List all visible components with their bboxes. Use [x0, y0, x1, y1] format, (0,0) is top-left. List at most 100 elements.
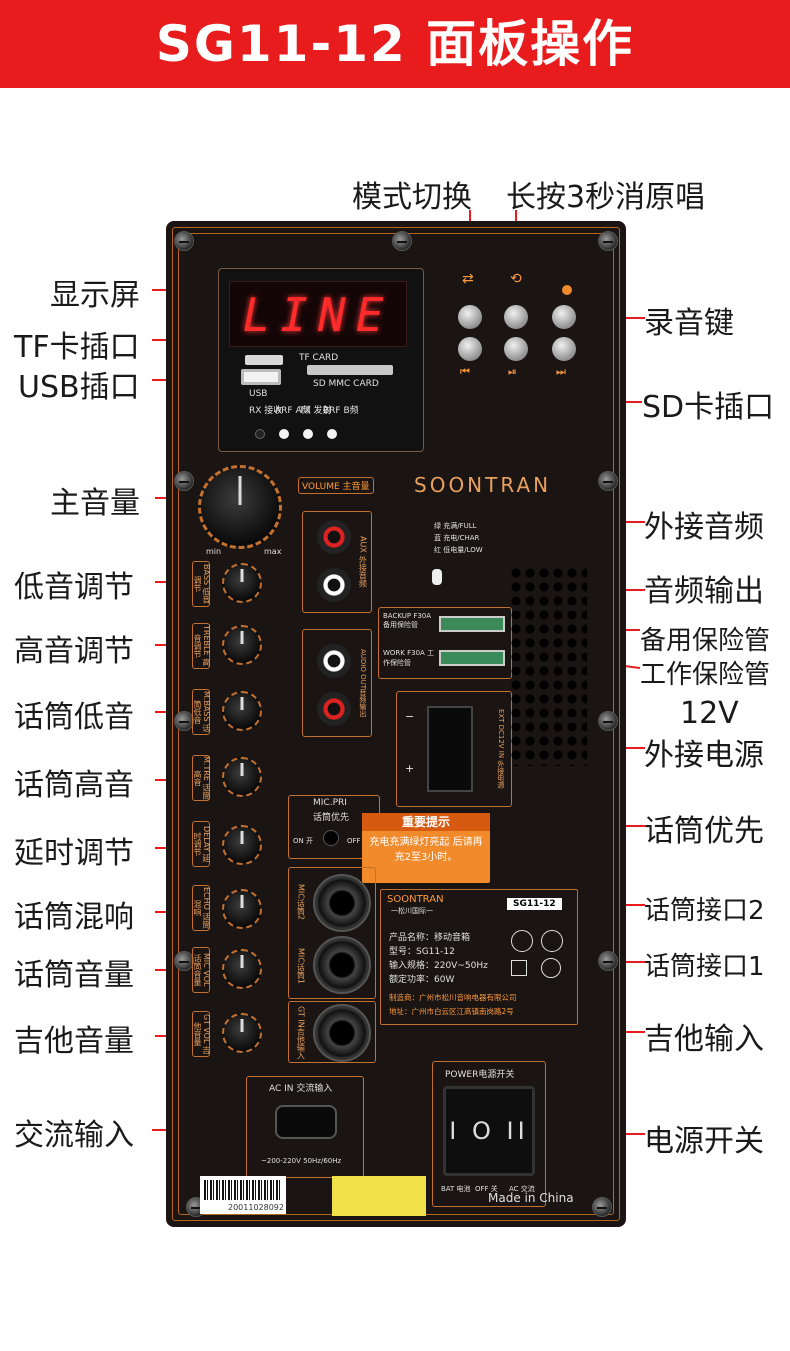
power-rocker-switch[interactable]: I O II — [443, 1086, 535, 1176]
screw-icon — [598, 471, 618, 491]
guitar-volume-knob[interactable] — [222, 1013, 262, 1053]
backup-fuse-icon[interactable] — [439, 616, 505, 632]
tf-card-slot[interactable] — [245, 355, 283, 365]
charge-legend-char: 蓝 充电/CHAR — [434, 534, 480, 542]
callout-long-press: 长按3秒消原唱 — [506, 180, 706, 215]
callout-mic-treble: 话筒高音 — [14, 768, 134, 803]
mic-treble-knob[interactable] — [222, 757, 262, 797]
screw-icon — [174, 231, 194, 251]
usb-port[interactable] — [241, 369, 281, 385]
barcode — [200, 1176, 286, 1214]
card-line: 型号：SG11-12 — [389, 947, 455, 957]
power-switch-box: POWER电源开关 I O II BAT 电池 OFF 关 AC 交流 — [432, 1061, 546, 1207]
page-title: SG11-12 面板操作 — [0, 0, 790, 88]
off-label: OFF 关 — [347, 837, 370, 845]
aux-in-right-jack[interactable] — [317, 520, 351, 554]
notice-sticker: 重要提示 充电充满绿灯亮起 后请再充2至3小时。 — [362, 813, 490, 883]
delay-knob[interactable] — [222, 825, 262, 865]
power-label: POWER电源开关 — [445, 1070, 515, 1080]
callout-display: 显示屏 — [50, 278, 140, 313]
ccc-cert-icon — [511, 930, 533, 952]
callout-power-switch: 电源开关 — [644, 1124, 764, 1159]
mic-pri-cn-label: 话筒优先 — [313, 813, 350, 823]
min-label: min — [206, 547, 222, 556]
play-pause-button[interactable] — [504, 337, 528, 361]
callout-guitar-in: 吉他输入 — [644, 1022, 764, 1057]
work-fuse-icon[interactable] — [439, 650, 505, 666]
aux-label: AUX 外接音频 — [358, 536, 368, 588]
screw-icon — [174, 471, 194, 491]
switch-mode-ac: AC 交流 — [509, 1185, 535, 1193]
screw-icon — [592, 1197, 612, 1217]
usb-label: USB — [249, 389, 268, 399]
dc-minus-icon: − — [405, 710, 415, 723]
led-indicator-icon — [303, 429, 313, 439]
previous-button[interactable] — [458, 337, 482, 361]
led-indicator-icon — [279, 429, 289, 439]
display-module: LINE TF CARD SD MMC CARD USB RX 接收 ARF A… — [218, 268, 424, 452]
callout-audio-out: 音频输出 — [644, 574, 764, 609]
max-label: max — [264, 547, 282, 556]
inspection-sticker — [332, 1176, 426, 1216]
guitar-jack[interactable] — [313, 1004, 371, 1062]
bass-label: BASS 低音调节 — [192, 561, 211, 607]
callout-master-volume: 主音量 — [50, 486, 140, 521]
callout-guitar-volume: 吉他音量 — [14, 1024, 134, 1059]
mic2-label: MIC话筒2 — [296, 884, 306, 920]
audio-out-label: AUDIO OUT音频输出 — [358, 648, 367, 717]
callout-aux-in: 外接音频 — [644, 510, 764, 545]
callout-delay: 延时调节 — [14, 836, 134, 871]
ac-inlet[interactable] — [275, 1105, 337, 1139]
callout-mode-switch: 模式切换 — [352, 180, 472, 215]
mic-treble-label: M.TRE 话筒高音 — [192, 755, 211, 801]
on-label: ON 开 — [293, 837, 313, 845]
charge-legend-full: 绿 充满/FULL — [434, 522, 477, 530]
callout-ext-power-voltage: 12V — [680, 696, 739, 731]
mode-button[interactable] — [458, 305, 482, 329]
mic-volume-knob[interactable] — [222, 949, 262, 989]
switch-mode-off: OFF 关 — [475, 1185, 498, 1193]
audio-out-left-jack[interactable] — [317, 644, 351, 678]
echo-knob[interactable] — [222, 889, 262, 929]
card-brand-sub: 一松川国际一 — [391, 907, 433, 915]
charge-led-icon — [432, 569, 442, 585]
record-dot-icon — [562, 285, 572, 295]
card-model-badge: SG11-12 — [507, 898, 562, 910]
vocal-cut-button[interactable] — [504, 305, 528, 329]
mic-jack-1[interactable] — [313, 936, 371, 994]
dc-terminal[interactable] — [427, 706, 473, 792]
ac-in-box: AC IN 交流输入 ~200-220V 50Hz/60Hz — [246, 1076, 364, 1178]
mic-jack-2[interactable] — [313, 874, 371, 932]
product-label-card: SOONTRAN 一松川国际一 SG11-12 产品名称：移动音箱 型号：SG1… — [380, 889, 578, 1025]
screw-icon — [598, 951, 618, 971]
treble-knob[interactable] — [222, 625, 262, 665]
notice-title: 重要提示 — [362, 813, 490, 831]
callout-bass: 低音调节 — [14, 570, 134, 605]
ac-spec-label: ~200-220V 50Hz/60Hz — [261, 1157, 342, 1165]
card-maker: 制造商：广州市松川音响电器有限公司 — [389, 993, 517, 1002]
mic-priority-switch[interactable] — [323, 830, 339, 846]
next-button[interactable] — [552, 337, 576, 361]
record-button[interactable] — [552, 305, 576, 329]
switch-mode-bat: BAT 电池 — [441, 1185, 471, 1193]
control-panel: LINE TF CARD SD MMC CARD USB RX 接收 ARF A… — [166, 221, 626, 1227]
callout-record-key: 录音键 — [644, 306, 734, 341]
dc-plus-icon: + — [405, 762, 415, 775]
bass-knob[interactable] — [222, 563, 262, 603]
screw-icon — [174, 711, 194, 731]
aux-in-left-jack[interactable] — [317, 568, 351, 602]
barcode-number: 20011028092 — [228, 1203, 284, 1212]
tf-card-label: TF CARD — [299, 353, 339, 363]
ext-dc-label: EXT DC12V IN 外接电源 — [496, 709, 505, 789]
ir-receiver-icon — [255, 429, 265, 439]
mic-bass-knob[interactable] — [222, 691, 262, 731]
ext-dc-box: − + EXT DC12V IN 外接电源 — [396, 691, 512, 807]
callout-ac-in: 交流输入 — [14, 1118, 134, 1153]
ir-label-rx: RX 接收 — [249, 406, 283, 416]
callout-mic-echo: 话筒混响 — [14, 900, 134, 935]
screw-icon — [598, 231, 618, 251]
echo-label: ECHO 话筒混响 — [192, 885, 211, 931]
sd-card-slot[interactable] — [307, 365, 393, 375]
master-volume-knob[interactable] — [198, 465, 282, 549]
audio-out-right-jack[interactable] — [317, 692, 351, 726]
